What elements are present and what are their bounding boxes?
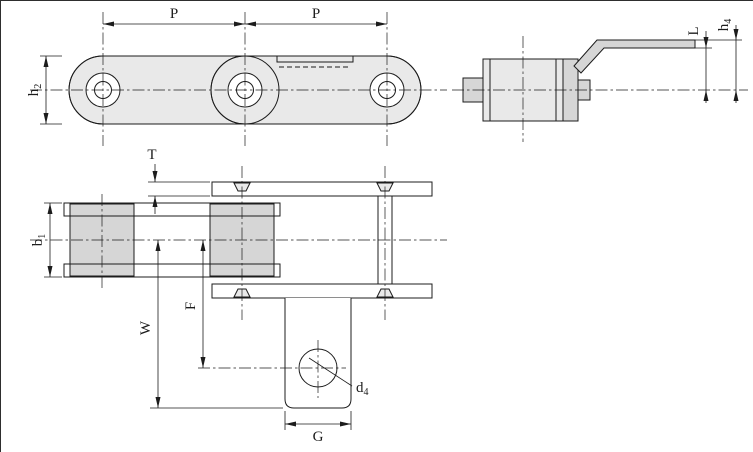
outer-plate-top [211, 181, 433, 197]
h2-sub: 2 [33, 84, 44, 89]
h4-base: h [716, 23, 732, 31]
dim-ext-T [148, 181, 210, 197]
dim-label-L: L [686, 26, 702, 35]
d4-sub: 4 [364, 387, 369, 398]
dim-W: W [138, 240, 283, 409]
bent-attachment-lug [573, 39, 696, 74]
leader-d4 [308, 357, 353, 387]
dim-label-F: F [183, 302, 199, 310]
dim-b1: b1 [30, 202, 62, 278]
attachment-edge-line [276, 56, 354, 63]
dim-pitch-1: P [103, 6, 245, 27]
plan-vertical-centerlines [101, 166, 386, 320]
dim-L: L [686, 26, 709, 103]
inner-plates [63, 202, 281, 278]
b1-sub: 1 [37, 234, 48, 239]
b1-base: b [30, 239, 46, 247]
dim-label-pitch-2: P [312, 6, 320, 22]
dim-h4: h4 [716, 19, 739, 103]
dim-label-W: W [138, 320, 154, 335]
dim-label-h2: h2 [26, 84, 44, 97]
h4-sub: 4 [723, 19, 734, 24]
side-view: P P h2 [26, 6, 447, 146]
dim-label-d4: d4 [356, 380, 369, 398]
dim-label-T: T [147, 147, 156, 163]
dim-d4: d4 [308, 357, 369, 398]
dim-F: F [183, 240, 206, 368]
dim-ext-G [284, 411, 352, 430]
dim-label-b1: b1 [30, 234, 48, 247]
dim-pitch-2: P [245, 6, 387, 27]
dim-label-G: G [313, 429, 324, 445]
hole-centerlines [198, 340, 346, 398]
dim-G: G [284, 411, 352, 445]
d4-base: d [356, 380, 364, 396]
side-vertical-centerlines [102, 12, 388, 146]
dim-ext-b1 [44, 202, 62, 278]
plan-view: T b1 W F G d4 [30, 147, 447, 445]
dim-ext-lug [695, 39, 742, 49]
dim-T: T [147, 147, 210, 214]
h2-base: h [26, 88, 42, 96]
end-view: L h4 [452, 19, 748, 142]
dim-label-h4: h4 [716, 19, 734, 32]
dim-label-pitch-1: P [170, 6, 178, 22]
dim-h2: h2 [26, 55, 62, 125]
